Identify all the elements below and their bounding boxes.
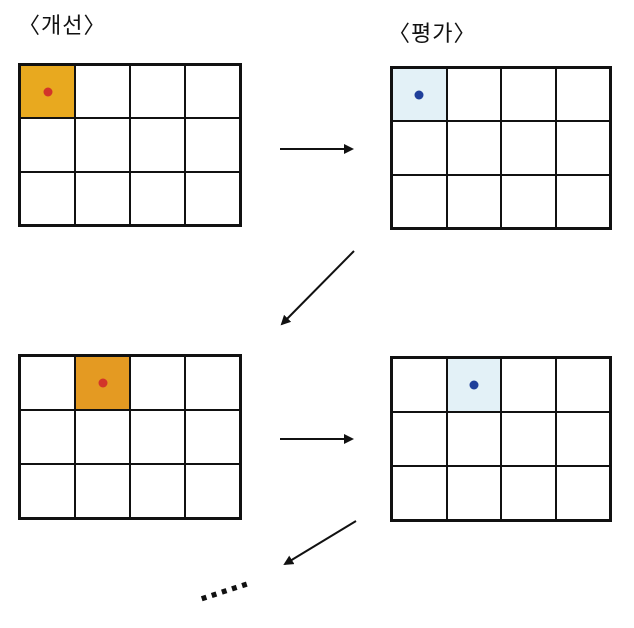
- grid-cell: [185, 410, 240, 464]
- grid-cell: [185, 464, 240, 518]
- grid-cell: [130, 171, 185, 225]
- continuation-dots: ·····: [194, 568, 255, 616]
- grid-cell: [501, 68, 556, 122]
- marker-dot: [414, 90, 424, 100]
- improve-grid-2: [18, 354, 242, 520]
- grid-cell: [446, 121, 501, 175]
- grid-cell: [75, 171, 130, 225]
- grid-cell: [446, 174, 501, 228]
- grid-cell: [75, 118, 130, 172]
- grid-cell: [555, 466, 610, 520]
- grid-cell: [501, 466, 556, 520]
- grid-cell: [75, 65, 130, 119]
- grid-cell: [555, 358, 610, 412]
- arrow-down-left-2: [283, 520, 357, 566]
- grid-cell: [446, 466, 501, 520]
- highlighted-cell: [75, 356, 130, 410]
- highlighted-cell: [446, 358, 501, 412]
- evaluate-grid-2: [390, 356, 612, 522]
- grid-cell: [130, 410, 185, 464]
- grid-cell: [185, 171, 240, 225]
- grid-cell: [555, 412, 610, 466]
- grid-cell: [75, 464, 130, 518]
- grid-cell: [501, 121, 556, 175]
- grid-cell: [555, 121, 610, 175]
- grid-cell: [185, 118, 240, 172]
- arrow-down-left-1: [280, 250, 355, 326]
- grid-cell: [446, 412, 501, 466]
- grid-cell: [130, 118, 185, 172]
- grid-cell: [501, 174, 556, 228]
- evaluate-label: 〈평가〉: [388, 22, 477, 47]
- grid-cell: [20, 464, 75, 518]
- grid-cell: [20, 356, 75, 410]
- improve-label: 〈개선〉: [18, 14, 107, 39]
- grid-cell: [392, 174, 447, 228]
- marker-dot: [98, 378, 107, 388]
- improve-grid-1: [18, 63, 242, 227]
- grid-cell: [555, 68, 610, 122]
- grid-cell: [392, 412, 447, 466]
- grid-cell: [555, 174, 610, 228]
- grid-cell: [185, 65, 240, 119]
- grid-cell: [130, 65, 185, 119]
- grid-cell: [20, 171, 75, 225]
- evaluate-grid-1: [390, 66, 612, 230]
- grid-cell: [501, 358, 556, 412]
- grid-cell: [392, 466, 447, 520]
- marker-dot: [43, 87, 52, 97]
- grid-cell: [185, 356, 240, 410]
- grid-cell: [130, 356, 185, 410]
- highlighted-cell: [20, 65, 75, 119]
- marker-dot: [469, 380, 479, 390]
- highlighted-cell: [392, 68, 447, 122]
- grid-cell: [392, 358, 447, 412]
- grid-cell: [392, 121, 447, 175]
- grid-cell: [446, 68, 501, 122]
- grid-cell: [75, 410, 130, 464]
- grid-cell: [501, 412, 556, 466]
- grid-cell: [20, 410, 75, 464]
- grid-cell: [130, 464, 185, 518]
- grid-cell: [20, 118, 75, 172]
